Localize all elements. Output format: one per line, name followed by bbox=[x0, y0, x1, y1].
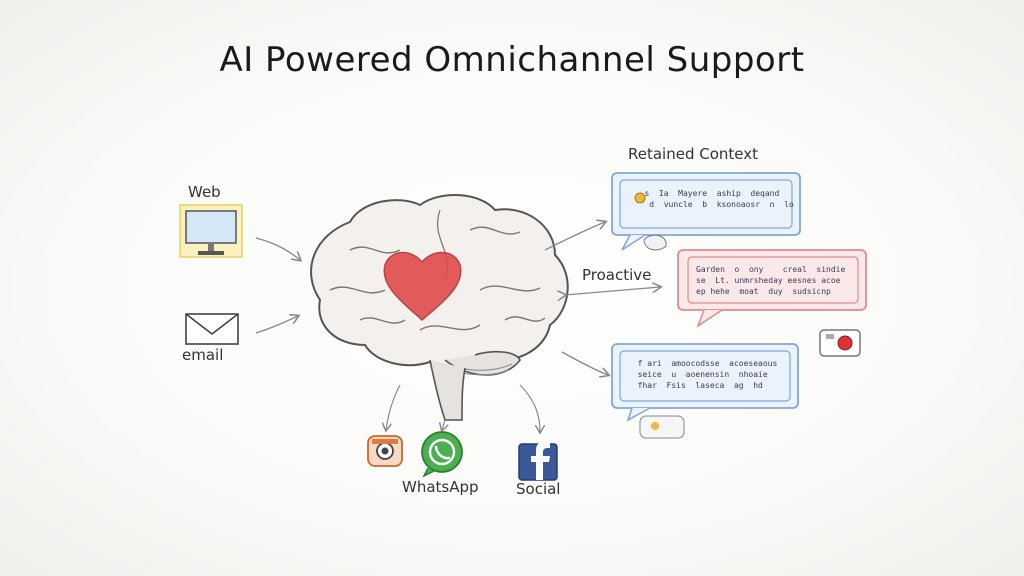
facebook-icon bbox=[518, 442, 558, 481]
chat-bubble-context bbox=[611, 172, 801, 251]
arrow-brain-to-response bbox=[561, 351, 608, 375]
social-label: Social bbox=[516, 480, 561, 498]
whatsapp-label: WhatsApp bbox=[402, 478, 479, 496]
instagram-icon bbox=[367, 435, 403, 467]
arrow-to-whatsapp bbox=[442, 419, 445, 430]
retained-context-label: Retained Context bbox=[628, 145, 759, 163]
monitor-icon bbox=[179, 204, 243, 258]
chat-bubble-proactive bbox=[677, 249, 867, 328]
arrow-email-to-brain bbox=[255, 316, 298, 334]
heart-icon bbox=[383, 251, 462, 322]
camera-icon bbox=[819, 329, 861, 357]
arrow-to-social bbox=[519, 384, 540, 432]
arrow-to-instagram bbox=[386, 384, 401, 430]
bubble-context-text: s Ia Mayere aship deqand d vuncle b kson… bbox=[644, 189, 794, 209]
page-title: AI Powered Omnichannel Support bbox=[219, 40, 805, 80]
email-label: email bbox=[182, 346, 224, 364]
chat-bubble-response bbox=[611, 343, 799, 439]
bubble-proactive-text: Garden o ony creal sindie se Lt. unmrshe… bbox=[696, 265, 846, 296]
bubble-response-text: f ari amoocodsse acoeseaous seice u aoen… bbox=[637, 359, 778, 390]
arrow-web-to-brain bbox=[255, 237, 300, 260]
arrow-brain-to-context bbox=[544, 222, 605, 251]
web-label: Web bbox=[188, 183, 221, 201]
brain-icon bbox=[310, 194, 569, 421]
envelope-icon bbox=[185, 313, 239, 345]
whatsapp-icon bbox=[421, 431, 463, 478]
arrow-brain-to-proactive bbox=[565, 287, 660, 295]
proactive-label: Proactive bbox=[582, 266, 652, 284]
